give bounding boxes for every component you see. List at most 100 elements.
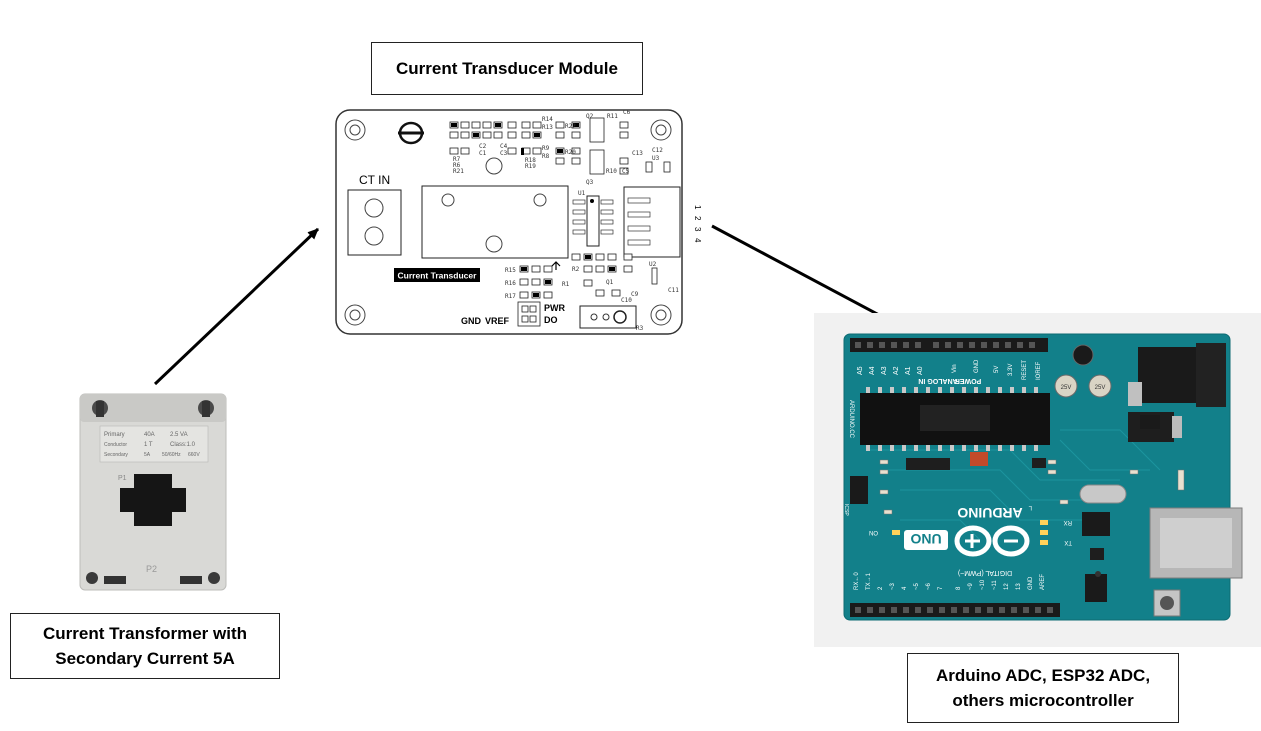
code-c1: C1 xyxy=(479,150,487,157)
header-num-3: 3 xyxy=(693,227,702,232)
pin-d5: ~5 xyxy=(914,582,920,590)
header-num-4: 4 xyxy=(693,238,702,243)
arrow-ct-to-module xyxy=(153,227,320,386)
module-title: Current Transducer Module xyxy=(396,58,618,78)
pin-a2: A2 xyxy=(893,366,900,375)
pin-d13: 13 xyxy=(1016,583,1022,590)
ct-plate-r2c2: 1 T xyxy=(144,442,153,448)
ct-p1-mark: P1 xyxy=(118,475,127,482)
code-q3: Q3 xyxy=(586,179,594,186)
code-u2: U2 xyxy=(649,261,657,268)
ct-plate-r3c1: Secondary xyxy=(104,452,128,458)
current-transducer-badge: Current Transducer xyxy=(398,271,478,281)
pin-a0: A0 xyxy=(917,366,924,375)
code-r13: R13 xyxy=(542,124,553,131)
code-c11: C11 xyxy=(668,287,679,294)
current-transformer-device: Primary 40A 2.5 VA Conductor 1 T Class:1… xyxy=(79,393,227,591)
ct-plate-r1c1: Primary xyxy=(104,432,125,438)
code-u1: U1 xyxy=(578,190,586,197)
ct-plate-r1c2: 40A xyxy=(144,432,155,438)
pin-a1: A1 xyxy=(905,366,912,375)
cap-voltage-2: 25V xyxy=(1095,385,1106,391)
header-num-1: 1 xyxy=(693,205,702,210)
pin-d6: ~6 xyxy=(926,582,932,590)
digital-label: DIGITAL (PWM~) xyxy=(958,569,1012,576)
pin-a5: A5 xyxy=(857,366,864,375)
code-r21: R21 xyxy=(453,168,464,175)
pin-gnd: GND xyxy=(974,359,980,373)
pin-d3: ~3 xyxy=(890,582,896,590)
transducer-pcb: CT IN 1 2 3 4 xyxy=(335,109,702,335)
code-c12: C12 xyxy=(652,147,663,154)
code-c3: C3 xyxy=(500,150,508,157)
pin-d8: 8 xyxy=(956,586,962,590)
code-r6: R6 xyxy=(453,162,461,169)
mcu-label-line1: Arduino ADC, ESP32 ADC, xyxy=(935,665,1151,685)
pin-ioref: IOREF xyxy=(1036,361,1042,380)
code-c5: C5 xyxy=(622,168,630,175)
code-r11: R11 xyxy=(607,113,618,120)
code-r19: R19 xyxy=(525,163,536,170)
code-r1: R1 xyxy=(562,281,570,288)
ct-label-line2: Secondary Current 5A xyxy=(55,649,235,668)
pin-d9: ~9 xyxy=(968,582,974,590)
arduino-model: UNO xyxy=(910,531,941,547)
pin-d12: 12 xyxy=(1004,583,1010,590)
code-r22: R22 xyxy=(565,123,576,130)
pin-d0: RX←0 xyxy=(854,572,860,590)
led-l: L xyxy=(1028,504,1032,510)
arrow-module-to-arduino xyxy=(711,224,912,334)
pin-d11: ~11 xyxy=(992,580,998,590)
led-on: ON xyxy=(869,529,878,535)
pin-5v: 5V xyxy=(994,366,1000,373)
code-c9: C9 xyxy=(631,291,639,298)
module-title-box: Current Transducer Module xyxy=(371,42,643,95)
mcu-label-line2: others microcontroller xyxy=(952,691,1134,710)
ct-plate-r3c2: 5A xyxy=(144,452,151,458)
code-c4: C4 xyxy=(500,143,508,150)
code-r20: R20 xyxy=(565,149,576,156)
code-c6: C6 xyxy=(623,109,631,116)
pin-d2: 2 xyxy=(878,586,884,590)
mcu-label-box: Arduino ADC, ESP32 ADC, others microcont… xyxy=(907,653,1179,723)
pin-a4: A4 xyxy=(869,366,876,375)
ct-plate-r2c3: Class:1.0 xyxy=(170,442,196,448)
icsp-label: ICSP xyxy=(843,504,849,516)
code-r9: R9 xyxy=(542,145,550,152)
pin-vin: Vin xyxy=(952,364,958,373)
code-u3: U3 xyxy=(652,155,660,162)
header-num-2: 2 xyxy=(693,216,702,221)
pin-gnd-d: GND xyxy=(1028,576,1034,590)
code-r15: R15 xyxy=(505,267,516,274)
code-c13: C13 xyxy=(632,150,643,157)
pin-d7: 7 xyxy=(938,586,944,590)
ct-plate-r3c3: 50/60Hz xyxy=(162,452,181,458)
pin-d1: TX→1 xyxy=(866,572,872,590)
code-r14: R14 xyxy=(542,116,553,123)
ct-label-line1: Current Transformer with xyxy=(42,623,248,643)
analog-in-label: ANALOG IN xyxy=(918,377,957,384)
pin-do: DO xyxy=(544,315,558,325)
led-rx: RX xyxy=(1064,519,1072,525)
arduino-brand: ARDUINO xyxy=(957,505,1022,521)
ct-label-box: Current Transformer with Secondary Curre… xyxy=(10,613,280,679)
code-q2: Q2 xyxy=(586,113,594,120)
code-r10: R10 xyxy=(606,168,617,175)
ct-plate-r2c1: Conductor xyxy=(104,442,127,448)
ct-in-label: CT IN xyxy=(359,173,390,187)
pin-gnd: GND xyxy=(461,316,482,326)
svg-text:P2: P2 xyxy=(146,564,157,574)
code-r16: R16 xyxy=(505,280,516,287)
pin-a3: A3 xyxy=(881,366,888,375)
code-r8: R8 xyxy=(542,153,550,160)
pin-d10: ~10 xyxy=(980,579,986,590)
arduino-cc-text: ARDUINO.CC xyxy=(848,400,854,439)
code-r18: R18 xyxy=(525,157,536,164)
pin-d4: 4 xyxy=(902,586,908,590)
code-c10: C10 xyxy=(621,297,632,304)
code-r17: R17 xyxy=(505,293,516,300)
ct-plate-r3c4: 660V xyxy=(188,452,200,458)
code-r7: R7 xyxy=(453,156,461,163)
code-q1: Q1 xyxy=(606,279,614,286)
power-label: POWER xyxy=(955,377,981,384)
